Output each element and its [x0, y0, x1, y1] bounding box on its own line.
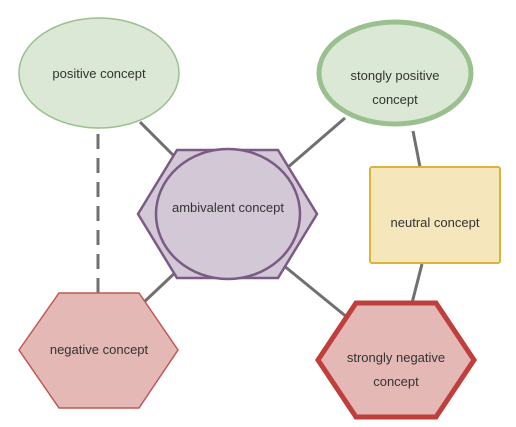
edge-strongly-positive-neutral [411, 130, 422, 168]
node-label: neutral concept [391, 215, 480, 230]
node-label: negative concept [50, 342, 149, 357]
node-label-line1: stongly positive [351, 68, 440, 83]
edge-ambivalent-negative [141, 268, 180, 305]
node-label-line2: concept [373, 374, 419, 389]
node-shape [369, 166, 501, 264]
node-label: ambivalent concept [172, 200, 284, 215]
node-neutral-concept[interactable]: neutral concept [369, 166, 501, 264]
node-strongly-negative-concept[interactable]: strongly negative concept [314, 300, 478, 420]
edge-neutral-strongly-negative [410, 263, 424, 304]
edges [96, 116, 424, 320]
node-shape [314, 300, 478, 420]
node-negative-concept[interactable]: negative concept [18, 292, 179, 409]
node-label: positive concept [52, 66, 146, 81]
edge-positive-ambivalent [138, 120, 180, 162]
node-shape [18, 292, 179, 409]
node-ambivalent-concept[interactable]: ambivalent concept [136, 147, 319, 281]
node-circle-shape [154, 147, 302, 281]
edge-ambivalent-strongly-negative [282, 263, 349, 320]
edge-strongly-positive-ambivalent [286, 116, 346, 170]
node-shape [18, 17, 180, 129]
node-shape [316, 19, 474, 127]
node-label-line1: strongly negative [347, 350, 445, 365]
node-label-line2: concept [372, 92, 418, 107]
node-positive-concept[interactable]: positive concept [18, 17, 180, 129]
node-strongly-positive-concept[interactable]: stongly positive concept [316, 19, 474, 127]
